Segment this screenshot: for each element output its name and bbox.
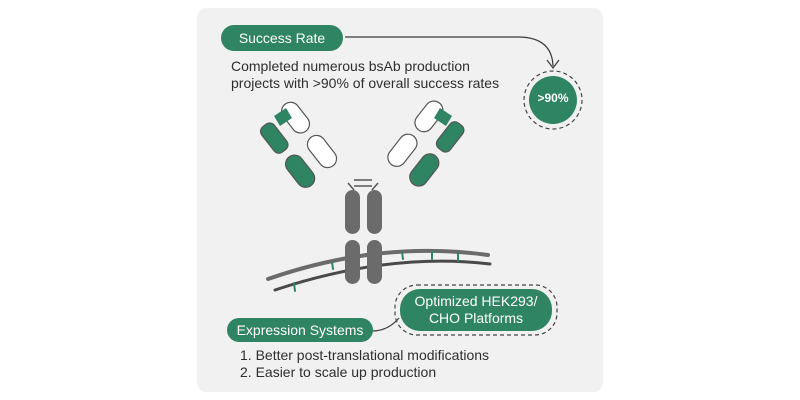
expression-systems-label: Expression Systems (227, 318, 373, 342)
expression-systems-list: 1. Better post-translational modificatio… (240, 347, 489, 381)
connector-line (371, 317, 400, 332)
platforms-label: Optimized HEK293/ CHO Platforms (400, 289, 552, 331)
platforms-outline (394, 284, 558, 336)
success-rate-description: Completed numerous bsAb production proje… (231, 58, 499, 92)
expression-systems-text: Expression Systems (236, 322, 364, 338)
success-rate-label: Success Rate (221, 25, 343, 51)
antibody-illustration (259, 100, 465, 284)
badge-circle (529, 76, 577, 124)
description-line-1: Completed numerous bsAb production (231, 58, 470, 74)
list-item: 1. Better post-translational modificatio… (240, 347, 490, 363)
success-rate-text: Success Rate (238, 30, 326, 46)
platforms-line-2: CHO Platforms (428, 310, 524, 326)
arrow-head (546, 59, 560, 69)
platforms-line-1: Optimized HEK293/ (414, 293, 538, 309)
curved-arrow (345, 36, 554, 67)
list-item: 2. Easier to scale up production (240, 364, 437, 380)
description-line-2: projects with >90% of overall success ra… (231, 75, 500, 91)
success-badge: >90% (537, 91, 569, 105)
